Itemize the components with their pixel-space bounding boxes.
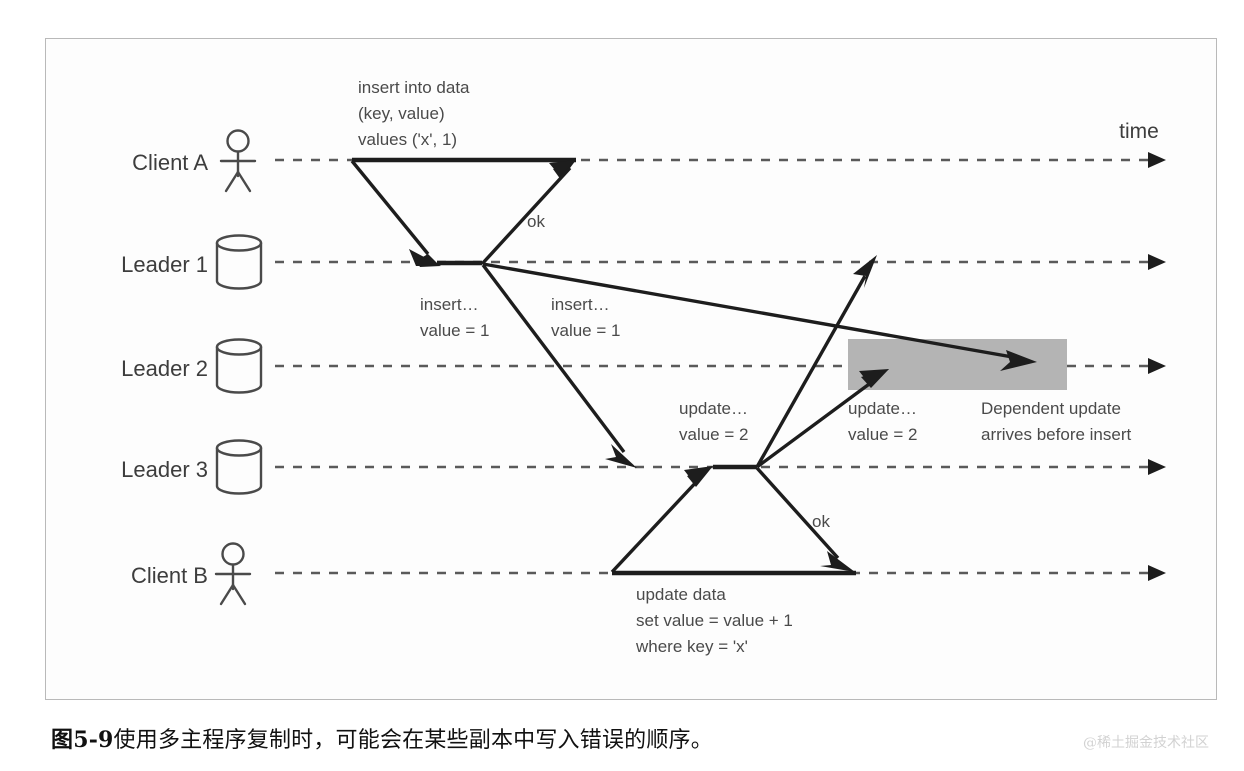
- activation-bars: [352, 157, 856, 576]
- msg-replicate-update-b-1: update…: [848, 399, 917, 418]
- msg-update-line-1: update data: [636, 585, 726, 604]
- figure-caption-text: 使用多主程序复制时，可能会在某些副本中写入错误的顺序。: [113, 728, 713, 753]
- msg-ok-client-b: ok: [812, 512, 830, 531]
- watermark: @稀土掘金技术社区: [1083, 735, 1209, 751]
- time-arrowhead-leader-3: [1148, 459, 1166, 475]
- figure-caption: 图5-9使用多主程序复制时，可能会在某些副本中写入错误的顺序。: [51, 722, 713, 754]
- msg-replicate-insert-b-2: value = 1: [551, 321, 620, 340]
- msg-replicate-insert-a-2: value = 1: [420, 321, 489, 340]
- database-icon: [215, 234, 263, 290]
- msg-update-line-2: set value = value + 1: [636, 611, 793, 630]
- lane-label-leader-3: Leader 3: [121, 457, 208, 482]
- msg-replicate-update-a-1: update…: [679, 399, 748, 418]
- arrow-leader-3-to-client-b-ok: [755, 466, 855, 572]
- arrow-leader-3-to-leader-1-update: [755, 255, 877, 468]
- arrow-leader-1-to-leader-3-insert: [481, 263, 637, 468]
- msg-ok-client-a: ok: [527, 212, 545, 231]
- time-axis-label: time: [1119, 120, 1159, 143]
- lane-label-client-a: Client A: [132, 150, 208, 175]
- annotation-line-1: Dependent update: [981, 399, 1121, 418]
- arrow-leader-1-to-client-a-ok: [480, 160, 576, 266]
- msg-insert-line-3: values ('x', 1): [358, 130, 457, 149]
- database-icon: [215, 439, 263, 495]
- lane-label-client-b: Client B: [131, 563, 208, 588]
- lane-label-leader-2: Leader 2: [121, 356, 208, 381]
- time-arrowhead-client-a: [1148, 152, 1166, 168]
- time-arrowhead-leader-2: [1148, 358, 1166, 374]
- time-arrowhead-leader-1: [1148, 254, 1166, 270]
- actor-icon: [219, 129, 257, 193]
- annotation-line-2: arrives before insert: [981, 425, 1132, 444]
- msg-replicate-insert-b-1: insert…: [551, 295, 610, 314]
- msg-replicate-update-a-2: value = 2: [679, 425, 748, 444]
- arrow-leader-1-to-leader-2-insert: [482, 262, 1037, 371]
- arrow-leader-3-to-leader-2-update: [755, 369, 889, 469]
- msg-insert-line-1: insert into data: [358, 78, 470, 97]
- actor-icon: [214, 542, 252, 606]
- caption-area: 图5-9使用多主程序复制时，可能会在某些副本中写入错误的顺序。 @稀土掘金技术社…: [45, 716, 1217, 762]
- msg-insert-line-2: (key, value): [358, 104, 445, 123]
- arrow-client-a-to-leader-1: [350, 159, 441, 267]
- figure-number: 图5-9: [51, 727, 114, 753]
- lifeline-arrowheads: [1148, 152, 1166, 581]
- time-arrowhead-client-b: [1148, 565, 1166, 581]
- database-icon: [215, 338, 263, 394]
- arrow-client-b-to-leader-3: [610, 466, 713, 574]
- msg-replicate-update-b-2: value = 2: [848, 425, 917, 444]
- msg-update-line-3: where key = 'x': [635, 637, 748, 656]
- msg-replicate-insert-a-1: insert…: [420, 295, 479, 314]
- lane-label-leader-1: Leader 1: [121, 252, 208, 277]
